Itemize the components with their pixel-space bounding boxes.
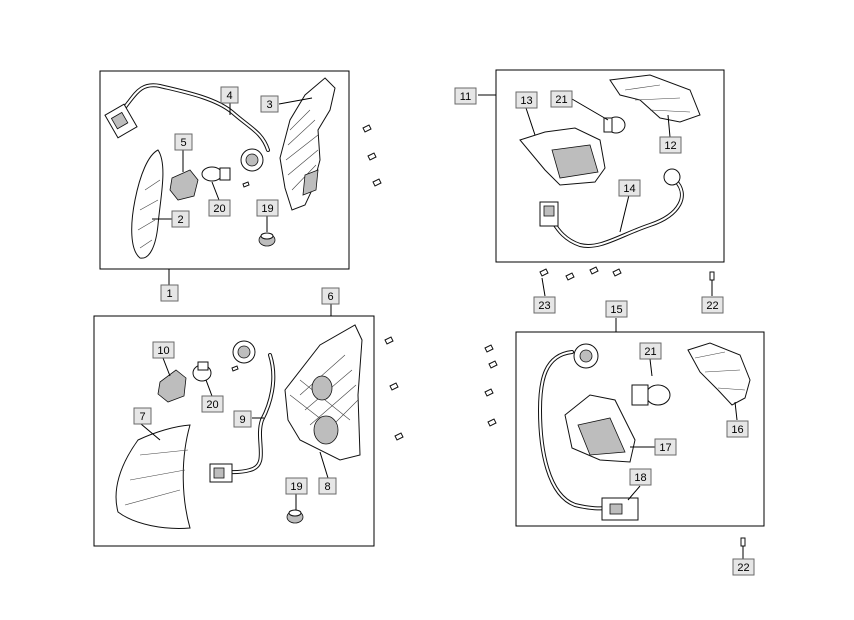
callout-label-7: 7 — [139, 411, 145, 423]
wire-harness-18 — [537, 343, 639, 521]
callout-label-21-upper: 21 — [555, 94, 567, 106]
callout-22-lower[interactable]: 22 — [732, 558, 755, 576]
screws-group6 — [231, 336, 404, 441]
callout-19-upper[interactable]: 19 — [256, 199, 279, 217]
bulb-socket-5 — [169, 169, 199, 201]
callout-label-20-lower: 20 — [206, 399, 218, 411]
callout-label-18: 18 — [634, 472, 646, 484]
callout-13[interactable]: 13 — [515, 91, 538, 109]
turn-signal-lens-2 — [131, 149, 164, 259]
callout-label-5: 5 — [180, 137, 186, 149]
wire-harness-4 — [104, 83, 270, 172]
assembly-frame-15 — [515, 318, 765, 527]
callout-14[interactable]: 14 — [618, 179, 641, 197]
callout-5[interactable]: 5 — [174, 133, 193, 151]
callout-22-upper[interactable]: 22 — [701, 296, 724, 314]
callout-label-13: 13 — [520, 95, 532, 107]
callout-23[interactable]: 23 — [533, 296, 556, 314]
callout-label-2: 2 — [177, 214, 183, 226]
assembly-frame-11 — [478, 69, 725, 263]
screws-group15 — [484, 344, 746, 547]
grommet-19-upper — [258, 232, 276, 247]
callout-18[interactable]: 18 — [629, 468, 652, 486]
callout-21-upper[interactable]: 21 — [550, 90, 573, 108]
callout-21-lower[interactable]: 21 — [639, 342, 662, 360]
callout-label-19-lower: 19 — [290, 481, 302, 493]
callout-label-17: 17 — [659, 442, 671, 454]
callout-8[interactable]: 8 — [318, 477, 337, 495]
callout-label-14: 14 — [623, 183, 635, 195]
callout-1[interactable]: 1 — [160, 284, 179, 302]
callout-label-12: 12 — [664, 140, 676, 152]
callout-label-8: 8 — [324, 481, 330, 493]
callout-label-15: 15 — [610, 304, 622, 316]
callout-10[interactable]: 10 — [152, 341, 175, 359]
callout-label-11: 11 — [460, 91, 471, 103]
callout-7[interactable]: 7 — [133, 407, 152, 425]
housing-8 — [284, 324, 363, 461]
callout-label-9: 9 — [239, 414, 245, 426]
assembly-frame-1 — [99, 70, 350, 285]
callout-6[interactable]: 6 — [321, 287, 340, 305]
screws-group11 — [539, 266, 715, 281]
callout-19-lower[interactable]: 19 — [285, 477, 308, 495]
bracket-13 — [519, 127, 606, 186]
bulb-20-lower — [192, 361, 212, 382]
wire-harness-9 — [209, 340, 276, 483]
callout-4[interactable]: 4 — [220, 86, 239, 104]
callout-label-6: 6 — [327, 291, 333, 303]
callout-label-22-lower: 22 — [737, 562, 749, 574]
callout-label-21-lower: 21 — [644, 346, 656, 358]
callout-label-3: 3 — [266, 99, 272, 111]
screws-upper — [242, 124, 382, 188]
callout-12[interactable]: 12 — [659, 136, 682, 154]
callout-label-16: 16 — [731, 424, 743, 436]
callout-11[interactable]: 11 — [454, 87, 477, 105]
lens-7 — [115, 424, 191, 529]
socket-10 — [157, 369, 187, 403]
wire-harness-14 — [539, 168, 684, 248]
callout-label-23: 23 — [538, 300, 550, 312]
callout-17[interactable]: 17 — [654, 438, 677, 456]
lens-12 — [609, 74, 701, 123]
bulb-20-upper — [201, 166, 231, 182]
callout-label-22-upper: 22 — [706, 300, 718, 312]
callout-9[interactable]: 9 — [233, 410, 252, 428]
callout-16[interactable]: 16 — [726, 420, 749, 438]
assembly-frame-6 — [93, 304, 375, 547]
lens-16 — [687, 342, 751, 406]
callout-label-1: 1 — [166, 288, 172, 300]
bulb-21-lower — [631, 384, 671, 406]
callout-2[interactable]: 2 — [171, 210, 190, 228]
turn-signal-housing-3 — [279, 77, 336, 211]
callout-leaders — [140, 97, 744, 559]
callout-20-upper[interactable]: 20 — [208, 199, 231, 217]
callout-label-4: 4 — [226, 90, 232, 102]
bracket-17 — [564, 394, 636, 463]
bulb-21-upper — [603, 116, 626, 134]
grommet-19-lower — [286, 509, 304, 524]
callout-label-20-upper: 20 — [213, 203, 225, 215]
callout-label-19-upper: 19 — [261, 203, 273, 215]
callout-15[interactable]: 15 — [605, 300, 628, 318]
callout-20-lower[interactable]: 20 — [201, 395, 224, 413]
callout-label-10: 10 — [157, 345, 169, 357]
callout-3[interactable]: 3 — [260, 95, 279, 113]
